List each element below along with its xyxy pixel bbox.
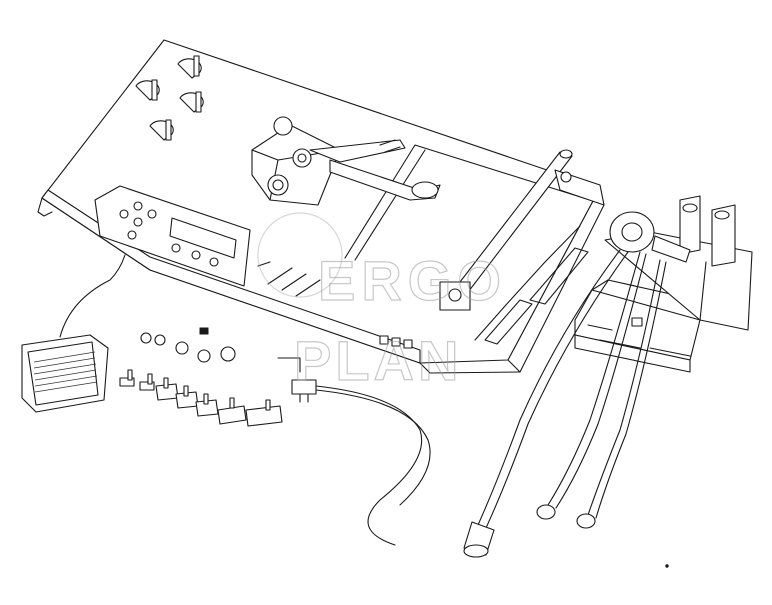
- panel-button[interactable]: [209, 257, 219, 267]
- hose-connectors: [463, 504, 669, 568]
- panel-button[interactable]: [119, 209, 129, 219]
- switch[interactable]: [379, 335, 389, 345]
- connector-cable: [277, 357, 431, 546]
- watermark-line2: PLAN: [294, 329, 462, 392]
- fittings-row-2: [119, 369, 283, 427]
- lcd-display: [169, 217, 237, 259]
- spool-holders: [135, 55, 204, 141]
- control-panel: [94, 185, 251, 287]
- hoses: [477, 249, 667, 529]
- panel-button[interactable]: [191, 250, 201, 260]
- switch[interactable]: [403, 339, 413, 349]
- holder-plate: [574, 195, 753, 373]
- foot-pedal: [21, 254, 126, 413]
- switch-row: [379, 335, 413, 349]
- panel-button[interactable]: [147, 209, 157, 219]
- fittings-row-1: [140, 327, 236, 363]
- vent-slots: [257, 261, 321, 297]
- guide-rail: [439, 149, 605, 345]
- panel-button[interactable]: [171, 243, 181, 253]
- panel-button[interactable]: [127, 230, 137, 240]
- ergoplan-watermark: ERGO PLAN: [257, 212, 507, 393]
- watermark-line1: ERGO: [318, 249, 507, 312]
- panel-button[interactable]: [133, 201, 143, 211]
- panel-button[interactable]: [133, 217, 143, 227]
- switch[interactable]: [391, 337, 401, 347]
- feed-mechanism: [251, 116, 441, 206]
